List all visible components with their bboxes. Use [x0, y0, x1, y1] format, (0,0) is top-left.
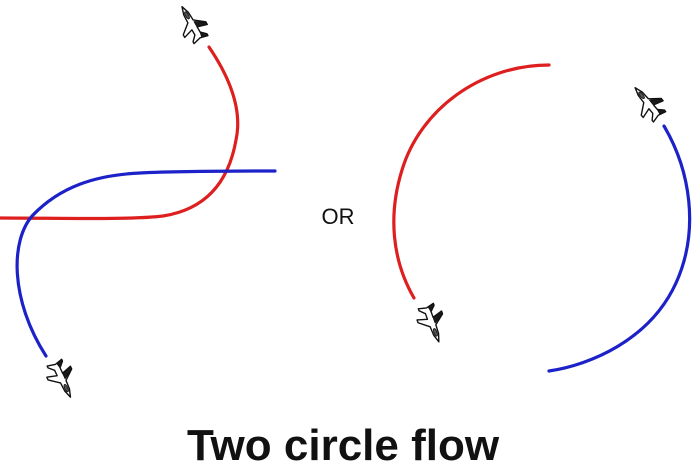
fighter-jet-icon	[412, 300, 452, 347]
left-scenario	[0, 0, 277, 404]
right-scenario	[392, 63, 692, 373]
or-label: OR	[322, 204, 355, 229]
fighter-jet-icon	[170, 0, 213, 47]
blue-flight-path-left	[15, 169, 277, 358]
fighter-jet-icon	[624, 78, 671, 126]
fighter-jet-icon	[41, 356, 83, 404]
diagram-caption: Two circle flow	[187, 421, 500, 466]
blue-flight-path-right	[547, 124, 692, 373]
red-flight-path-right	[392, 63, 551, 300]
red-flight-path-left	[0, 45, 240, 221]
